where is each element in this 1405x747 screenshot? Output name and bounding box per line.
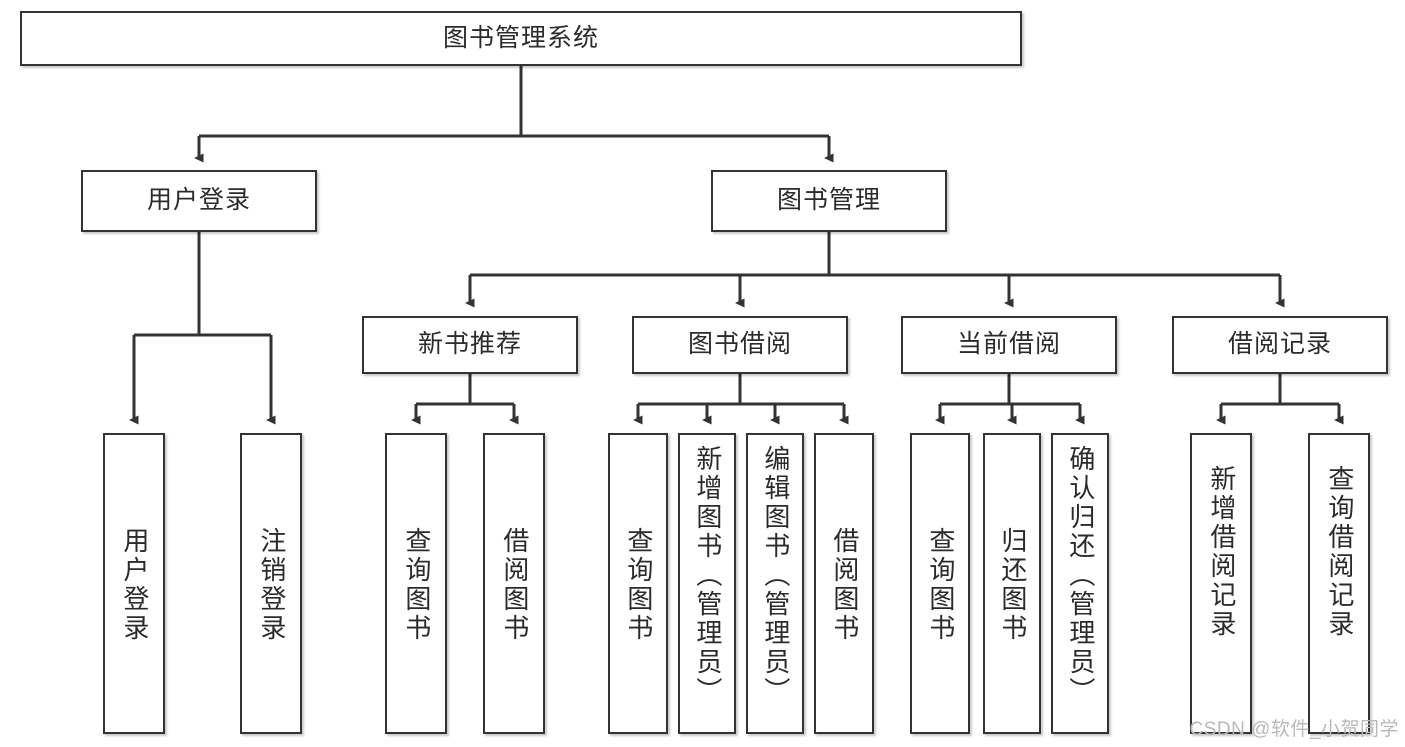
node-root-label: 图书管理系统: [442, 23, 599, 52]
node-root[interactable]: 图书管理系统: [20, 11, 1022, 66]
leaf-add-borrow-record-label: 新增借阅记录: [1206, 465, 1237, 639]
node-book-management-label: 图书管理: [776, 186, 881, 215]
node-book-borrow-label: 图书借阅: [687, 330, 792, 359]
node-current-borrow[interactable]: 当前借阅: [901, 316, 1117, 374]
leaf-query-books-current-label: 查询图书: [925, 527, 956, 643]
leaf-add-book-admin-label: 新增图书（管理员）: [692, 445, 723, 706]
node-borrow-record[interactable]: 借阅记录: [1172, 316, 1388, 374]
leaf-query-books-borrow[interactable]: 查询图书: [608, 433, 668, 734]
leaf-query-books-current[interactable]: 查询图书: [910, 433, 970, 734]
leaf-query-books-recommend-label: 查询图书: [401, 527, 432, 643]
leaf-borrow-books-label: 借阅图书: [829, 527, 860, 643]
leaf-edit-book-admin-label: 编辑图书（管理员）: [760, 445, 791, 706]
leaf-logout-label: 注销登录: [256, 527, 287, 643]
leaf-add-borrow-record[interactable]: 新增借阅记录: [1190, 433, 1252, 734]
leaf-borrow-books-recommend-label: 借阅图书: [499, 527, 530, 643]
node-new-book-recommendation[interactable]: 新书推荐: [362, 316, 578, 374]
leaf-add-book-admin[interactable]: 新增图书（管理员）: [678, 433, 736, 734]
leaf-logout[interactable]: 注销登录: [240, 433, 302, 734]
leaf-confirm-return-admin[interactable]: 确认归还（管理员）: [1051, 433, 1109, 734]
leaf-user-login-label: 用户登录: [119, 527, 150, 643]
node-book-borrow[interactable]: 图书借阅: [632, 316, 848, 374]
leaf-user-login[interactable]: 用户登录: [103, 433, 165, 734]
node-borrow-record-label: 借阅记录: [1227, 330, 1332, 359]
node-new-book-recommendation-label: 新书推荐: [417, 330, 522, 359]
leaf-borrow-books[interactable]: 借阅图书: [814, 433, 874, 734]
leaf-query-books-borrow-label: 查询图书: [623, 527, 654, 643]
node-current-borrow-label: 当前借阅: [956, 330, 1061, 359]
leaf-query-books-recommend[interactable]: 查询图书: [385, 433, 447, 734]
node-user-login[interactable]: 用户登录: [81, 170, 317, 232]
node-user-login-label: 用户登录: [146, 186, 251, 215]
watermark: CSDN @软件_小贺同学: [1189, 719, 1399, 740]
leaf-borrow-books-recommend[interactable]: 借阅图书: [483, 433, 545, 734]
leaf-edit-book-admin[interactable]: 编辑图书（管理员）: [746, 433, 804, 734]
node-book-management[interactable]: 图书管理: [711, 170, 947, 232]
leaf-return-books-label: 归还图书: [997, 527, 1028, 643]
leaf-query-borrow-record-label: 查询借阅记录: [1324, 465, 1355, 639]
leaf-confirm-return-admin-label: 确认归还（管理员）: [1065, 445, 1096, 706]
leaf-query-borrow-record[interactable]: 查询借阅记录: [1308, 433, 1370, 734]
leaf-return-books[interactable]: 归还图书: [983, 433, 1041, 734]
